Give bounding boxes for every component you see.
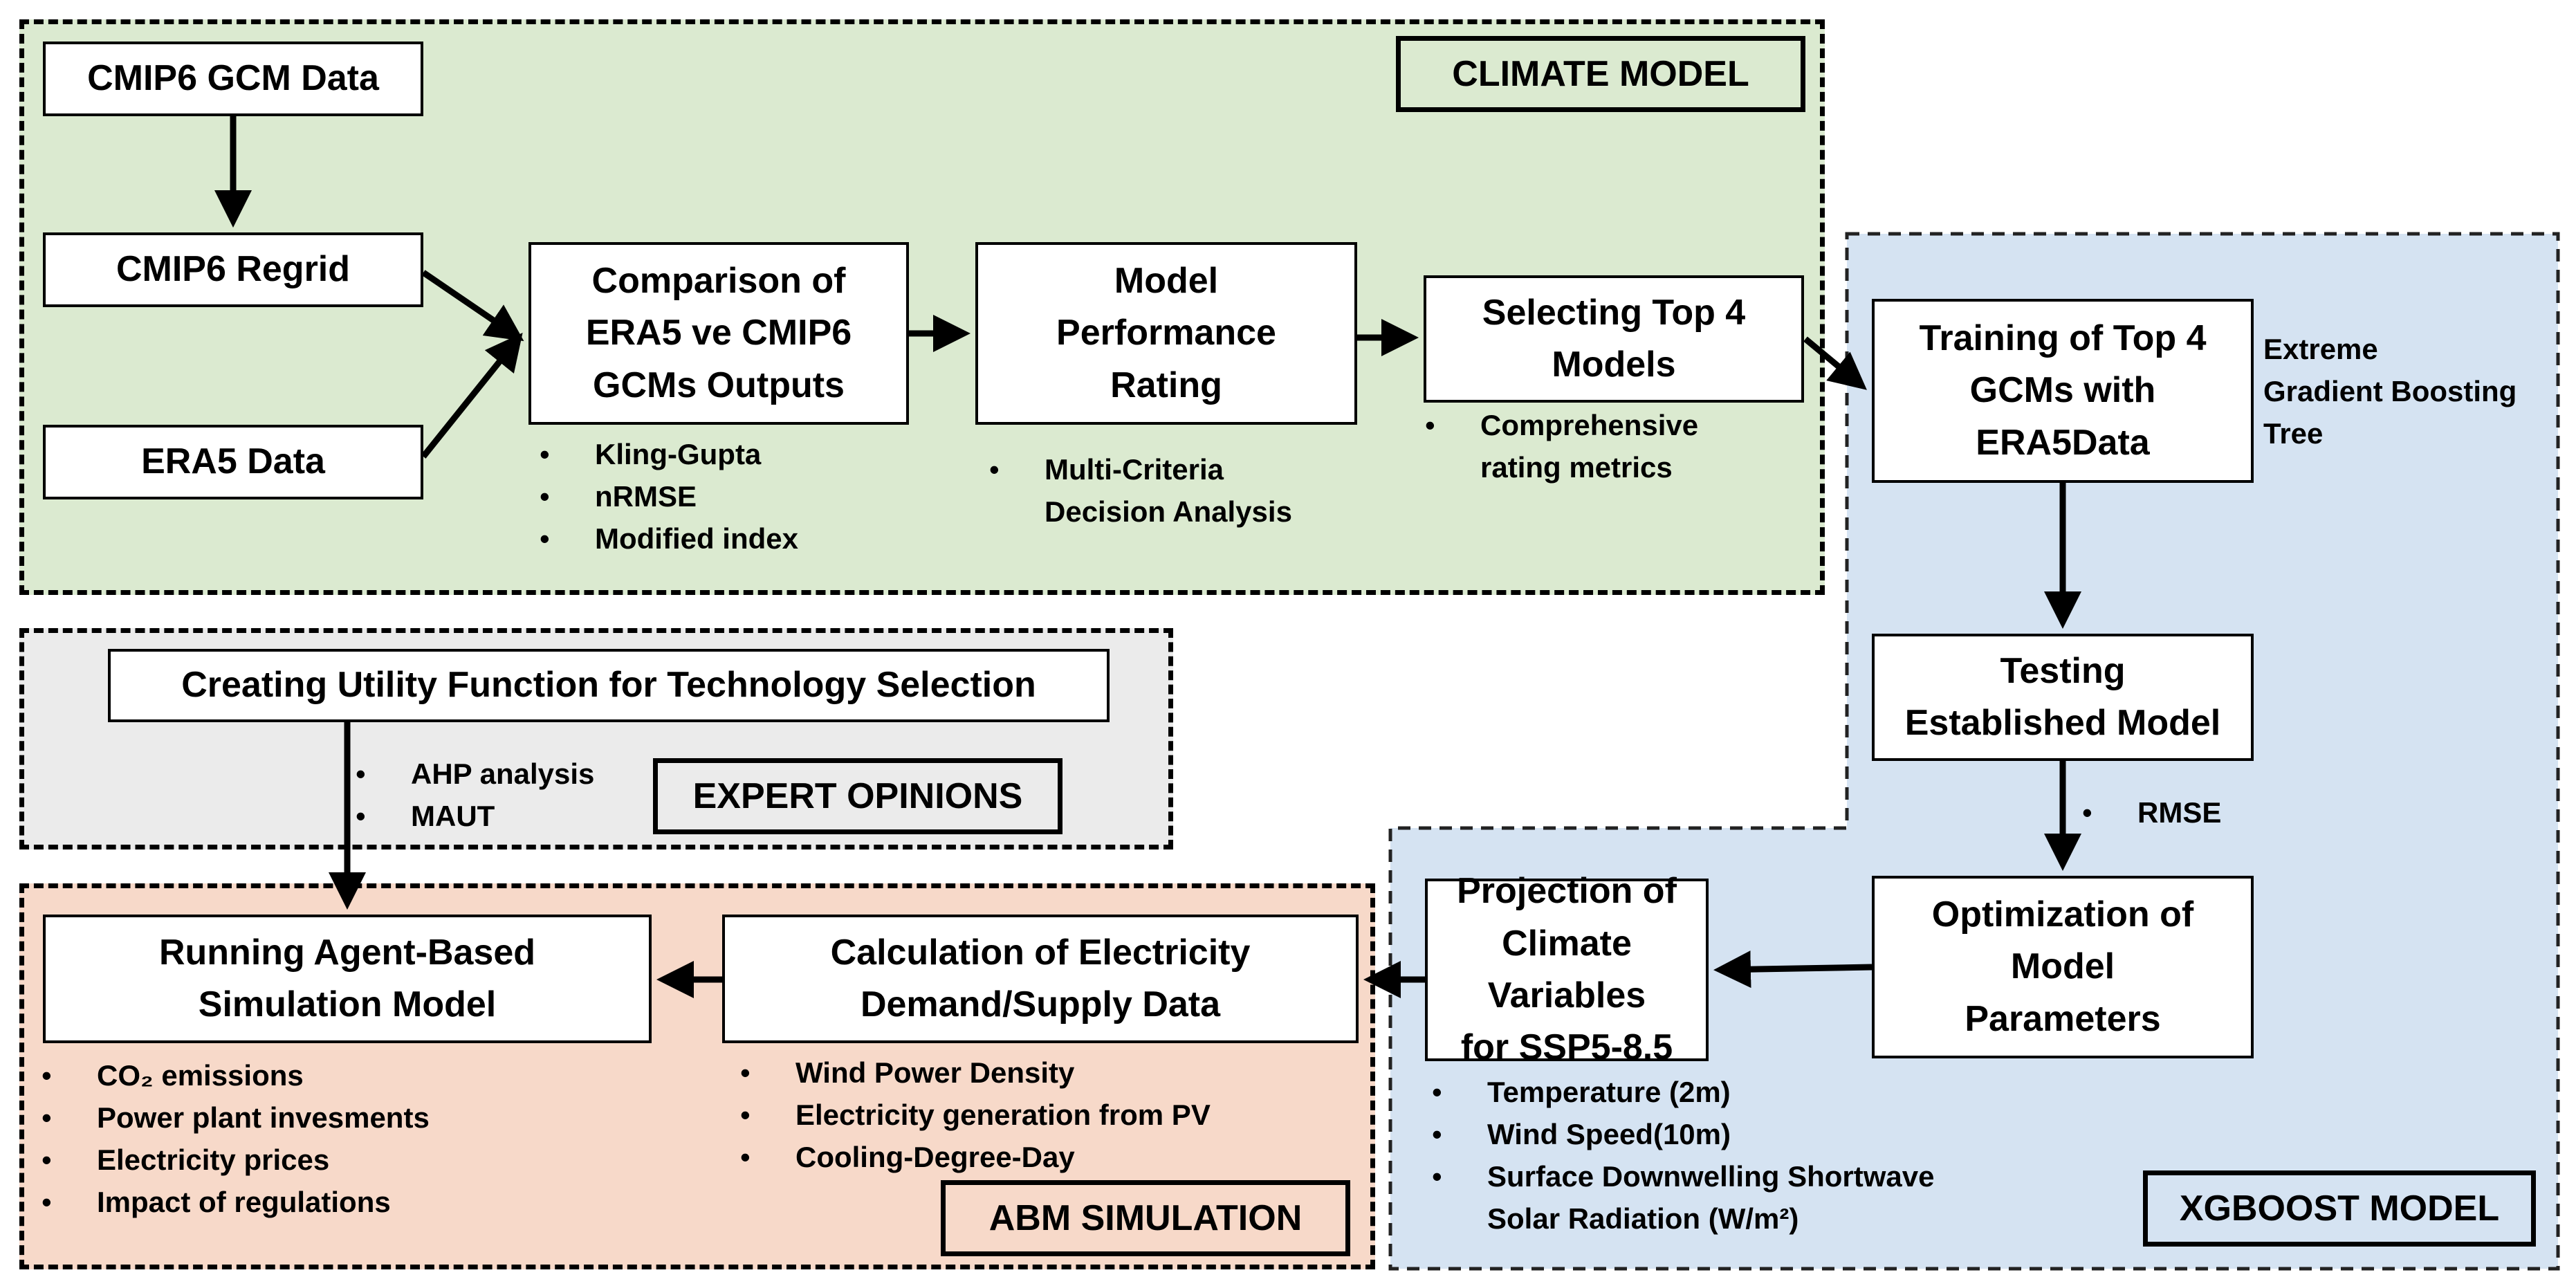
list-item: nRMSE [540,475,798,517]
node-calculation: Calculation of Electricity Demand/Supply… [722,915,1359,1043]
arrow-era5-to-comparison [421,332,523,459]
list-item: AHP analysis [356,753,594,795]
node-optimization: Optimization of Model Parameters [1872,876,2254,1058]
abm-outputs-list: CO₂ emissions Power plant invesments Ele… [42,1054,430,1223]
list-item: Power plant invesments [42,1096,430,1139]
calculation-items-list: Wind Power Density Electricity generatio… [740,1051,1211,1178]
list-item: RMSE [2082,791,2221,834]
xgboost-model-tag: XGBOOST MODEL [2143,1170,2536,1247]
node-comparison: Comparison of ERA5 ve CMIP6 GCMs Outputs [528,242,909,425]
list-item: Surface Downwelling Shortwave Solar Radi… [1432,1155,1934,1240]
node-running-abm: Running Agent-Based Simulation Model [43,915,652,1043]
list-item: Temperature (2m) [1432,1071,1934,1113]
node-cmip6-regrid: CMIP6 Regrid [43,232,423,307]
node-model-performance: Model Performance Rating [975,242,1357,425]
list-item: CO₂ emissions [42,1054,430,1096]
node-selecting-top4: Selecting Top 4 Models [1424,275,1804,403]
list-item: Comprehensive rating metrics [1425,404,1698,488]
arrow-optimization-to-projection [1713,950,1873,989]
list-item: Wind Power Density [740,1051,1211,1094]
comparison-metrics-list: Kling-Gupta nRMSE Modified index [540,433,798,560]
list-item: Kling-Gupta [540,433,798,475]
expert-opinions-tag: EXPERT OPINIONS [653,758,1062,834]
list-item: Multi-Criteria Decision Analysis [989,448,1292,533]
projection-variables-list: Temperature (2m) Wind Speed(10m) Surface… [1432,1071,1934,1240]
testing-metrics-list: RMSE [2082,791,2221,834]
list-item: Modified index [540,517,798,560]
xgboost-method-note: Extreme Gradient Boosting Tree [2263,333,2517,450]
node-projection: Projection of Climate Variables for SSP5… [1425,871,1709,1067]
list-item: Impact of regulations [42,1181,430,1223]
abm-simulation-tag: ABM SIMULATION [941,1180,1350,1256]
node-utility-function: Creating Utility Function for Technology… [108,649,1110,722]
arrow-regrid-to-comparison [421,270,524,342]
performance-method-list: Multi-Criteria Decision Analysis [989,448,1292,533]
list-item: Electricity prices [42,1139,430,1181]
node-era5-data: ERA5 Data [43,425,423,499]
list-item: Electricity generation from PV [740,1094,1211,1136]
utility-methods-list: AHP analysis MAUT [356,753,594,837]
climate-model-tag: CLIMATE MODEL [1396,36,1805,112]
list-item: Cooling-Degree-Day [740,1136,1211,1178]
selecting-metrics-list: Comprehensive rating metrics [1425,404,1698,488]
node-training-top4: Training of Top 4 GCMs with ERA5Data [1872,299,2254,483]
list-item: Wind Speed(10m) [1432,1113,1934,1155]
list-item: MAUT [356,795,594,837]
node-testing-model: Testing Established Model [1872,634,2254,761]
arrow-selecting-to-training [1803,336,1867,390]
node-cmip6-gcm-data: CMIP6 GCM Data [43,42,423,116]
